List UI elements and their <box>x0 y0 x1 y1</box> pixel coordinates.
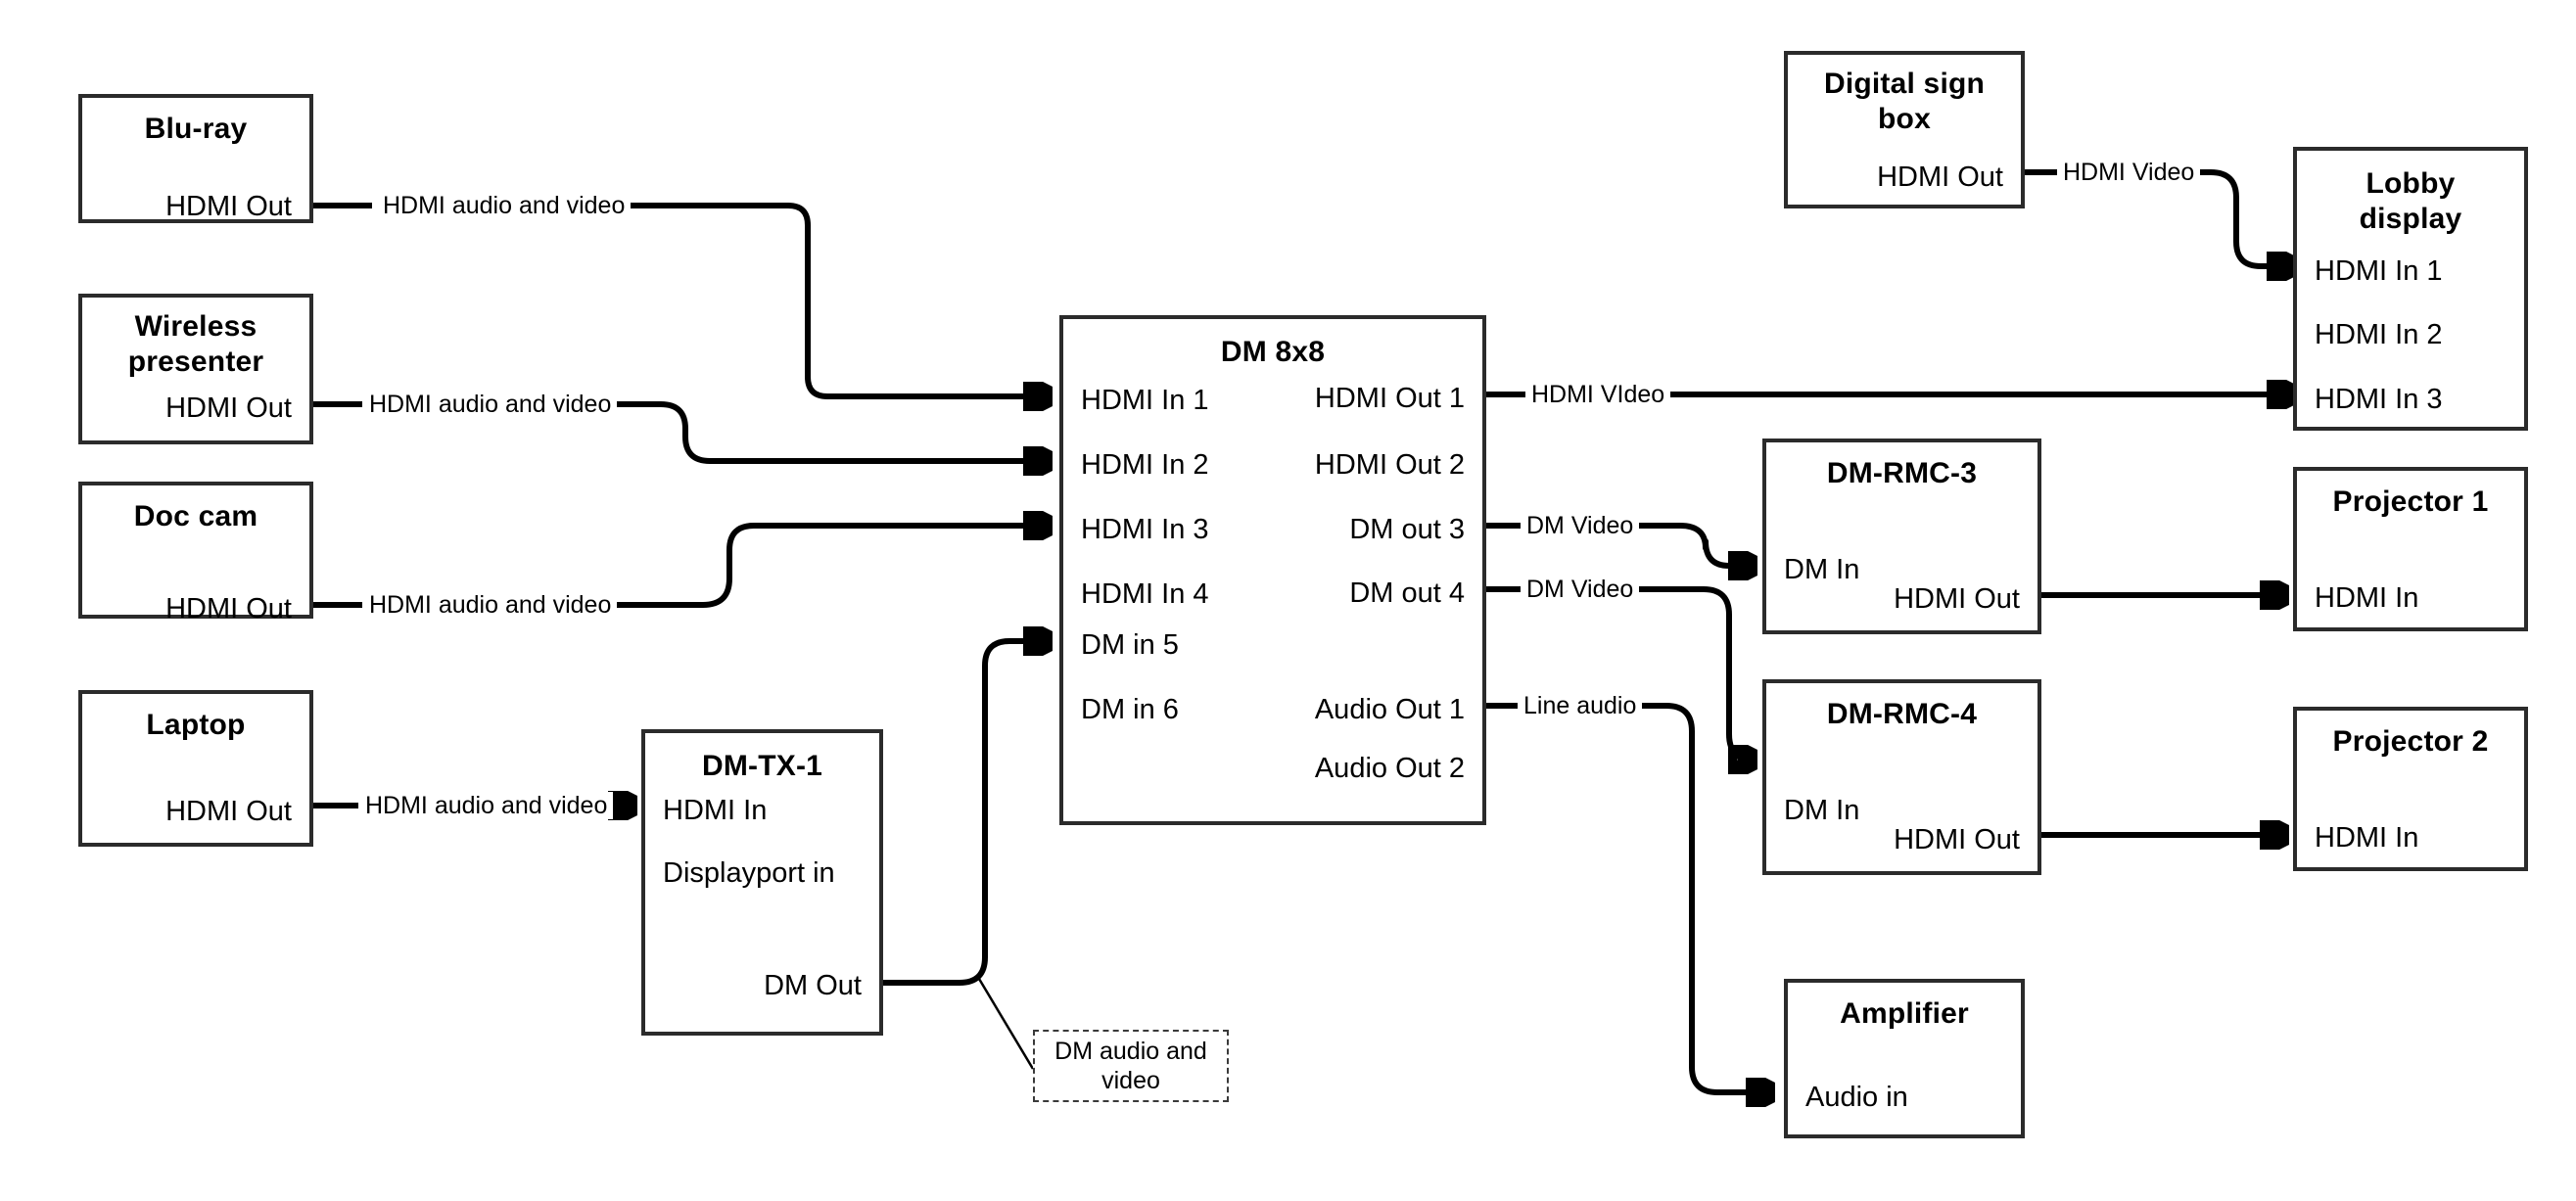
node-lobby-display-input-hdmi-in-2: HDMI In 2 <box>2315 319 2443 350</box>
node-dm-rmc-4-title: DM-RMC-4 <box>1826 698 1978 730</box>
node-lobby-display-title-line2: display <box>2359 203 2462 235</box>
node-dm-8x8-output-hdmi-out-1: HDMI Out 1 <box>1314 383 1465 414</box>
node-wireless-presenter[interactable]: Wireless presenter HDMI Out <box>78 294 313 444</box>
wire-dmtx1-to-dm8x8 <box>883 641 1050 986</box>
node-projector-1[interactable]: Projector 1 HDMI In <box>2293 467 2528 631</box>
note-dm-audio-and-video: DM audio and video <box>1033 1030 1229 1102</box>
node-dm-rmc-3-title: DM-RMC-3 <box>1826 457 1978 489</box>
wire-dm8x8-to-amplifier <box>1642 703 1772 1092</box>
node-dm-8x8-input-hdmi-in-3: HDMI In 3 <box>1081 514 1209 545</box>
cable-label-laptop: HDMI audio and video <box>359 792 614 819</box>
node-lobby-display-input-hdmi-in-1: HDMI In 1 <box>2315 255 2443 287</box>
wire-wireless-to-dm8x8-run <box>605 401 1050 461</box>
cable-label-doc-cam: HDMI audio and video <box>363 591 618 619</box>
node-dm-tx-1-title: DM-TX-1 <box>701 750 823 782</box>
node-dm-8x8-title: DM 8x8 <box>1220 336 1326 368</box>
wire-dm8x8-to-dmrmc3 <box>1628 523 1755 566</box>
node-dm-8x8-input-hdmi-in-4: HDMI In 4 <box>1081 578 1209 610</box>
leader-line-dm-note <box>977 978 1035 1070</box>
node-dm-8x8-input-dm-in-6: DM in 6 <box>1081 694 1179 725</box>
node-bluray-port-hdmi-out: HDMI Out <box>165 191 292 222</box>
node-dm-8x8-output-dm-out-3: DM out 3 <box>1349 514 1465 545</box>
node-dm-tx-1-port-dm-out: DM Out <box>764 970 862 1001</box>
node-doc-cam[interactable]: Doc cam HDMI Out <box>78 482 313 624</box>
node-dm-rmc-3-port-hdmi-out: HDMI Out <box>1894 583 2020 615</box>
node-dm-rmc-4[interactable]: DM-RMC-4 DM In HDMI Out <box>1762 679 2041 875</box>
node-bluray[interactable]: Blu-ray HDMI Out <box>78 94 313 223</box>
node-projector-2[interactable]: Projector 2 HDMI In <box>2293 707 2528 871</box>
node-dm-tx-1-port-displayport-in: Displayport in <box>663 857 835 889</box>
cable-label-dm-video-out3: DM Video <box>1521 512 1640 539</box>
cable-label-dm-video-out4: DM Video <box>1521 576 1640 603</box>
wire-digitalsign-to-lobby <box>2191 169 2293 266</box>
node-dm-8x8-input-hdmi-in-1: HDMI In 1 <box>1081 385 1209 416</box>
node-dm-8x8-output-dm-out-4: DM out 4 <box>1349 577 1465 609</box>
node-dm-8x8-output-hdmi-out-2: HDMI Out 2 <box>1314 449 1465 481</box>
node-dm-tx-1[interactable]: DM-TX-1 HDMI In Displayport in DM Out <box>641 729 883 1036</box>
wire-bluray-to-dm8x8-run <box>627 203 1050 396</box>
node-projector-1-title: Projector 1 <box>2332 485 2489 518</box>
node-doc-cam-port-hdmi-out: HDMI Out <box>165 593 292 624</box>
node-digital-sign-box[interactable]: Digital sign box HDMI Out <box>1784 51 2025 208</box>
wire-doccam-to-dm8x8-run <box>605 526 1050 608</box>
cable-label-hdmi-video-out1: HDMI VIdeo <box>1525 381 1671 408</box>
node-digital-sign-box-title-line1: Digital sign <box>1823 68 1986 100</box>
cable-label-hdmi-video-digital-sign: HDMI Video <box>2057 159 2201 186</box>
node-laptop[interactable]: Laptop HDMI Out <box>78 690 313 847</box>
wire-dm8x8-to-dmrmc4 <box>1628 586 1755 760</box>
node-amplifier-port-audio-in: Audio in <box>1805 1082 1908 1113</box>
node-dm-tx-1-port-hdmi-in: HDMI In <box>663 795 768 826</box>
node-digital-sign-box-port-hdmi-out: HDMI Out <box>1877 162 2003 193</box>
node-lobby-display-title-line1: Lobby <box>2365 167 2456 200</box>
node-dm-8x8[interactable]: DM 8x8 HDMI In 1 HDMI In 2 HDMI In 3 HDM… <box>1059 315 1486 825</box>
cable-label-bluray: HDMI audio and video <box>377 192 632 219</box>
node-dm-8x8-output-audio-out-1: Audio Out 1 <box>1314 694 1465 725</box>
node-amplifier-title: Amplifier <box>1840 997 1969 1030</box>
cable-label-line-audio: Line audio <box>1518 692 1643 719</box>
node-doc-cam-title: Doc cam <box>133 500 258 532</box>
node-dm-8x8-input-dm-in-5: DM in 5 <box>1081 629 1179 661</box>
node-digital-sign-box-title-line2: box <box>1878 103 1931 135</box>
note-dm-audio-and-video-text: DM audio and video <box>1054 1038 1207 1094</box>
node-amplifier[interactable]: Amplifier Audio in <box>1784 979 2025 1138</box>
node-dm-8x8-output-audio-out-2: Audio Out 2 <box>1314 753 1465 784</box>
node-wireless-presenter-title-line1: Wireless <box>134 310 258 343</box>
node-wireless-presenter-title-line2: presenter <box>127 346 264 378</box>
node-dm-rmc-4-port-hdmi-out: HDMI Out <box>1894 824 2020 855</box>
node-laptop-port-hdmi-out: HDMI Out <box>165 796 292 827</box>
node-lobby-display[interactable]: Lobby display HDMI In 1 HDMI In 2 HDMI I… <box>2293 147 2528 431</box>
node-projector-2-title: Projector 2 <box>2332 725 2489 758</box>
node-dm-rmc-3[interactable]: DM-RMC-3 DM In HDMI Out <box>1762 439 2041 634</box>
node-dm-rmc-4-port-dm-in: DM In <box>1784 795 1860 826</box>
node-laptop-title: Laptop <box>146 709 246 741</box>
node-dm-rmc-3-port-dm-in: DM In <box>1784 554 1860 585</box>
node-lobby-display-input-hdmi-in-3: HDMI In 3 <box>2315 384 2443 415</box>
cable-label-wireless-presenter: HDMI audio and video <box>363 391 618 418</box>
node-bluray-title: Blu-ray <box>144 113 248 145</box>
node-projector-1-port-hdmi-in: HDMI In <box>2315 582 2419 614</box>
node-projector-2-port-hdmi-in: HDMI In <box>2315 822 2419 854</box>
node-wireless-presenter-port-hdmi-out: HDMI Out <box>165 393 292 424</box>
node-dm-8x8-input-hdmi-in-2: HDMI In 2 <box>1081 449 1209 481</box>
